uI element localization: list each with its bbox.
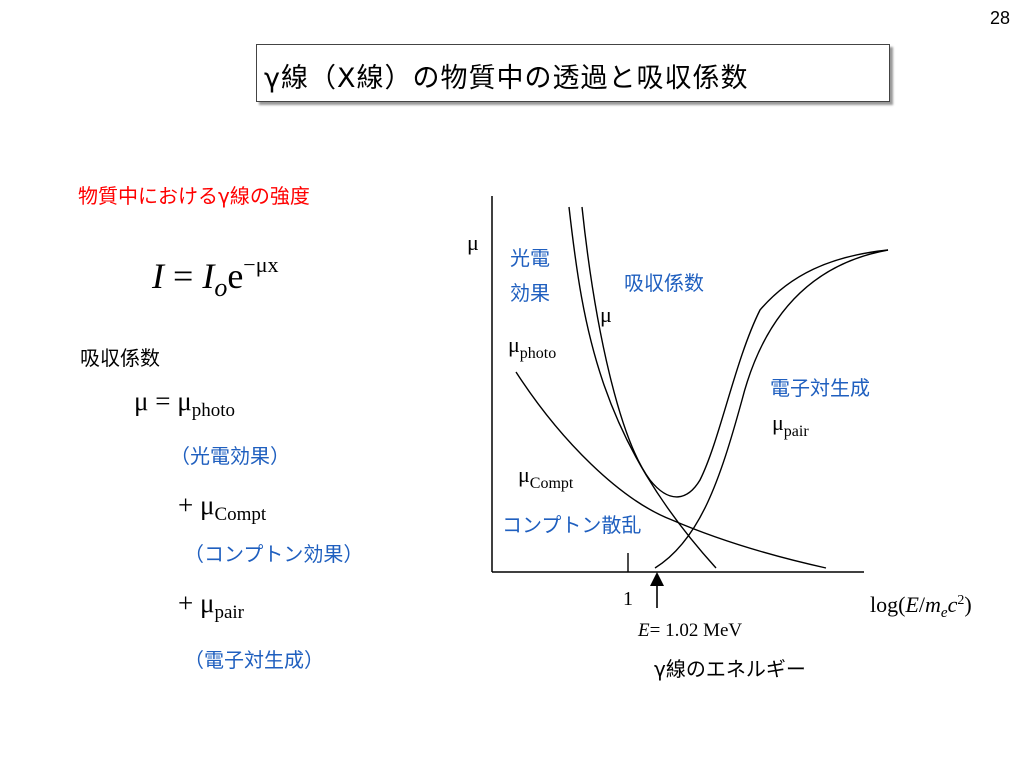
mu-photo-label: μphoto: [508, 332, 556, 362]
term-photo-sub: photo: [191, 400, 235, 421]
formula-io: I: [202, 256, 215, 296]
attenuation-diagram: μ 光電 効果 吸収係数 μ μphoto 電子対生成 μpair μCompt…: [467, 196, 972, 681]
pair-production-label: 電子対生成: [770, 376, 870, 400]
compton-scattering-label: コンプトン散乱: [502, 513, 641, 537]
photoelectric-curve: [568, 206, 717, 569]
absorption-coefficient-label: 吸収係数: [80, 346, 160, 370]
x-axis-e-sub: e: [941, 605, 948, 621]
mu-compt-symbol: μ: [518, 462, 530, 487]
x-axis-e: E: [904, 592, 919, 617]
term-pair-effect: （電子対生成）: [184, 648, 324, 672]
title-box: [256, 44, 890, 102]
x-axis-c: c: [948, 592, 958, 617]
term-pair: + μpair: [178, 588, 244, 624]
threshold-e: E: [637, 620, 650, 641]
x-axis-m: m: [925, 592, 941, 617]
threshold-rest: = 1.02 MeV: [650, 620, 743, 641]
x-axis-suffix: ): [964, 592, 971, 617]
mu-pair-symbol: μ: [772, 410, 784, 435]
term-photo-prefix: μ =: [134, 386, 178, 416]
term-pair-sub: pair: [214, 602, 245, 623]
mu-pair-sub: pair: [784, 423, 810, 440]
diagram-absorption-label: 吸収係数: [624, 271, 704, 295]
formula-equals: =: [164, 256, 203, 296]
term-photo-effect: （光電効果）: [170, 444, 290, 468]
threshold-energy-label: E= 1.02 MeV: [637, 620, 742, 641]
mu-pair-label: μpair: [772, 410, 809, 440]
mu-photo-sub: photo: [520, 345, 556, 362]
intensity-heading: 物質中におけるγ線の強度: [78, 184, 310, 208]
threshold-arrow-icon: [650, 572, 664, 586]
x-axis-slash: /: [919, 592, 926, 617]
mu-compt-sub: Compt: [530, 475, 574, 492]
tick-one-label: 1: [623, 588, 633, 610]
formula-exponent: −μx: [243, 252, 279, 277]
term-compt-sub: Compt: [214, 504, 267, 525]
x-axis-prefix: log(: [870, 592, 905, 617]
intensity-formula: I = Ioe−μx: [152, 252, 279, 303]
term-compt-prefix: +: [178, 490, 200, 520]
photoelectric-label-line1: 光電: [510, 246, 550, 270]
term-compt: + μCompt: [178, 490, 266, 526]
term-pair-symbol: μ: [199, 588, 215, 618]
formula-i: I: [152, 256, 164, 296]
term-photo: μ = μphoto: [134, 386, 235, 422]
formula-o-sub: o: [214, 273, 228, 302]
y-axis-label: μ: [467, 230, 479, 255]
pair-production-curve: [654, 249, 889, 569]
gamma-energy-label: γ線のエネルギー: [654, 657, 806, 681]
page-number: 28: [989, 8, 1010, 28]
total-mu-curve: [581, 206, 889, 498]
term-photo-symbol: μ: [177, 386, 192, 416]
term-pair-prefix: +: [178, 588, 200, 618]
mu-photo-symbol: μ: [508, 332, 520, 357]
formula-e: e: [227, 256, 244, 296]
term-compt-effect: （コンプトン効果）: [184, 542, 364, 566]
x-axis-exp: 2: [957, 593, 964, 608]
compton-curve: [515, 371, 827, 569]
x-axis-label: log(E/mec2): [870, 592, 972, 621]
total-mu-label: μ: [600, 302, 612, 327]
term-compt-symbol: μ: [199, 490, 215, 520]
mu-compt-label: μCompt: [518, 462, 574, 492]
photoelectric-label-line2: 効果: [510, 281, 550, 305]
slide-title: γ線（X線）の物質中の透過と吸収係数: [264, 63, 749, 94]
